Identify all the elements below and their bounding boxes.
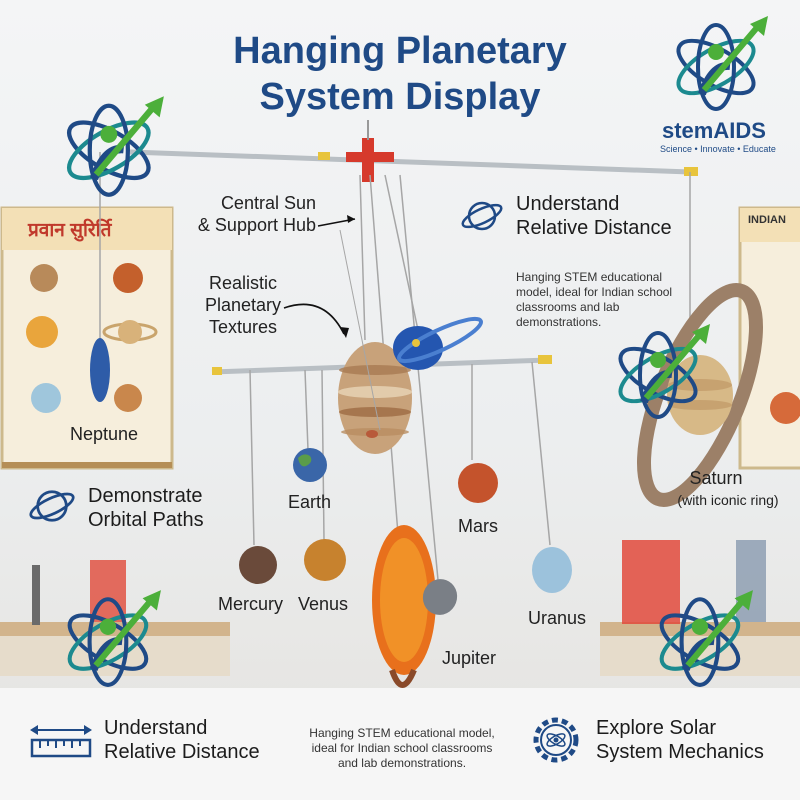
explore-callout: Explore Solar System Mechanics — [596, 716, 764, 764]
description-top: Hanging STEM educational model, ideal fo… — [516, 270, 672, 330]
earth-label: Earth — [288, 492, 332, 512]
uranus-label: Uranus — [528, 608, 587, 628]
description-top-line-1: Hanging STEM educational — [516, 270, 663, 284]
orbital-line-2: Orbital Paths — [88, 509, 204, 531]
textures-line-2: Planetary — [204, 295, 282, 315]
mars-model — [458, 463, 498, 503]
distance-callout-top: Understand Relative Distance — [516, 192, 672, 240]
central-sun-callout: Central Sun & Support Hub — [196, 192, 316, 236]
mercury-label: Mercury — [218, 594, 284, 614]
brand-tagline: Science • Innovate • Educate — [660, 144, 776, 154]
distance-top-line-1: Understand — [516, 193, 620, 215]
textures-line-1: Realistic — [208, 273, 278, 293]
orbital-paths-callout: Demonstrate Orbital Paths — [88, 484, 204, 532]
description-top-line-3: classrooms and lab — [516, 300, 620, 314]
distance-callout-bottom: Understand Relative Distance — [104, 716, 260, 764]
jupiter-label: Jupiter — [442, 648, 497, 668]
atom-person-arrow-icon — [676, 16, 768, 111]
textures-callout: Realistic Planetary Textures — [188, 272, 298, 338]
central-sun-line-1: Central Sun — [220, 193, 316, 213]
title-line-2: System Display — [259, 76, 541, 118]
description-bottom-line-3: and lab demonstrations. — [337, 756, 467, 770]
neptune-label: Neptune — [70, 424, 139, 444]
distance-bottom-line-2: Relative Distance — [104, 741, 260, 763]
wall-poster-left — [0, 206, 174, 470]
mars-label: Mars — [458, 516, 498, 536]
bottom-info-panel — [0, 688, 800, 800]
top-support-rod — [129, 149, 691, 175]
poster-heading: प्रवान सुरिर्ति — [28, 220, 112, 241]
atom-person-arrow-icon — [659, 590, 753, 687]
explore-line-1: Explore Solar — [596, 717, 717, 739]
distance-bottom-line-1: Understand — [104, 717, 208, 739]
venus-model — [304, 539, 346, 581]
central-sun-line-2: & Support Hub — [197, 215, 316, 235]
description-top-line-2: model, ideal for Indian school — [516, 285, 673, 299]
description-bottom: Hanging STEM educational model, ideal fo… — [290, 726, 514, 771]
title-line-1: Hanging Planetary — [233, 30, 567, 72]
central-hub — [346, 120, 394, 182]
page-title: Hanging Planetary System Display — [0, 28, 800, 120]
distance-top-line-2: Relative Distance — [516, 217, 672, 239]
textures-line-3: Textures — [208, 317, 278, 337]
atom-person-arrow-icon — [618, 324, 710, 419]
venus-label: Venus — [298, 594, 349, 614]
description-top-line-4: demonstrations. — [516, 315, 602, 329]
planet-ring-icon — [461, 201, 503, 231]
neptune-model — [90, 338, 110, 402]
description-bottom-line-2: ideal for Indian school classrooms — [311, 741, 493, 755]
earth-model — [293, 448, 327, 482]
atom-person-arrow-icon — [67, 96, 164, 197]
description-bottom-line-1: Hanging STEM educational model, — [309, 726, 495, 740]
gear-atom-icon — [533, 717, 579, 763]
uranus-model — [532, 547, 572, 593]
orbital-line-1: Demonstrate — [88, 485, 203, 507]
atom-person-arrow-icon — [67, 590, 161, 687]
mercury-model — [239, 546, 277, 584]
poster-right-heading: INDIAN — [748, 214, 786, 226]
brand-name: stemAIDS — [662, 118, 766, 143]
blue-ringed-planet-model — [393, 326, 443, 370]
saturn-note: (with iconic ring) — [677, 492, 779, 508]
ruler-icon — [30, 725, 92, 758]
saturn-label: Saturn — [689, 468, 743, 488]
planet-ring-icon — [29, 490, 75, 522]
explore-line-2: System Mechanics — [596, 741, 764, 763]
